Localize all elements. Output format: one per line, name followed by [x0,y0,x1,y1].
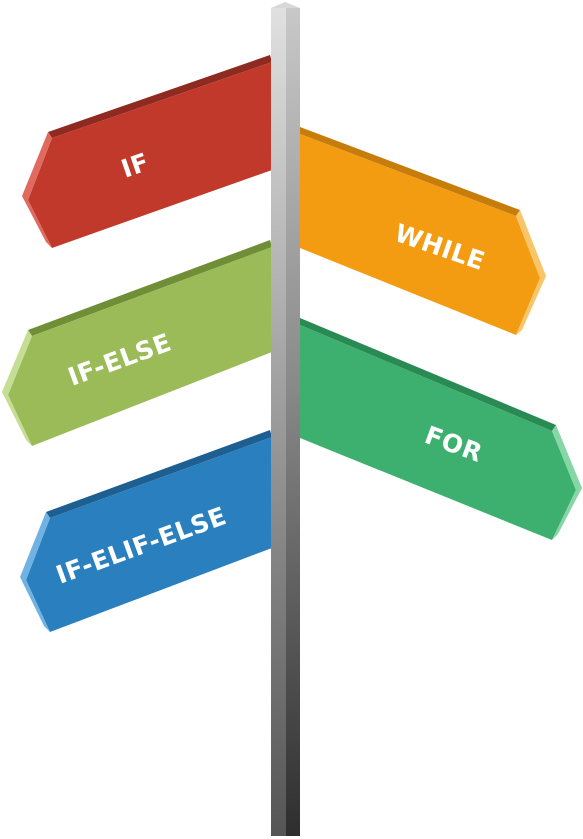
sign-if-elif-else-top [46,430,272,518]
sign-if-elif-else-face [26,437,272,632]
sign-if: IF [22,55,272,248]
sign-while-face [300,134,540,335]
sign-if-face [28,62,272,248]
pole-front [271,8,286,836]
sign-while: WHILE [300,127,546,335]
sign-if-elif-else-edge [20,512,50,632]
sign-if-else-face [8,247,272,446]
pole-side [286,8,300,836]
sign-if-else-edge [2,330,32,446]
sign-while-edge [516,210,546,335]
sign-for: FOR [300,318,582,540]
sign-if-edge [22,132,52,248]
sign-while-top [300,127,520,216]
sign-for-face [300,325,576,540]
sign-if-elif-else: IF-ELIF-ELSE [20,430,272,632]
signpost-pole [271,2,300,836]
sign-for-edge [552,425,582,540]
sign-if-else-top [28,240,272,336]
sign-if-else: IF-ELSE [2,240,272,446]
sign-for-top [300,318,556,431]
sign-if-top [48,55,272,138]
